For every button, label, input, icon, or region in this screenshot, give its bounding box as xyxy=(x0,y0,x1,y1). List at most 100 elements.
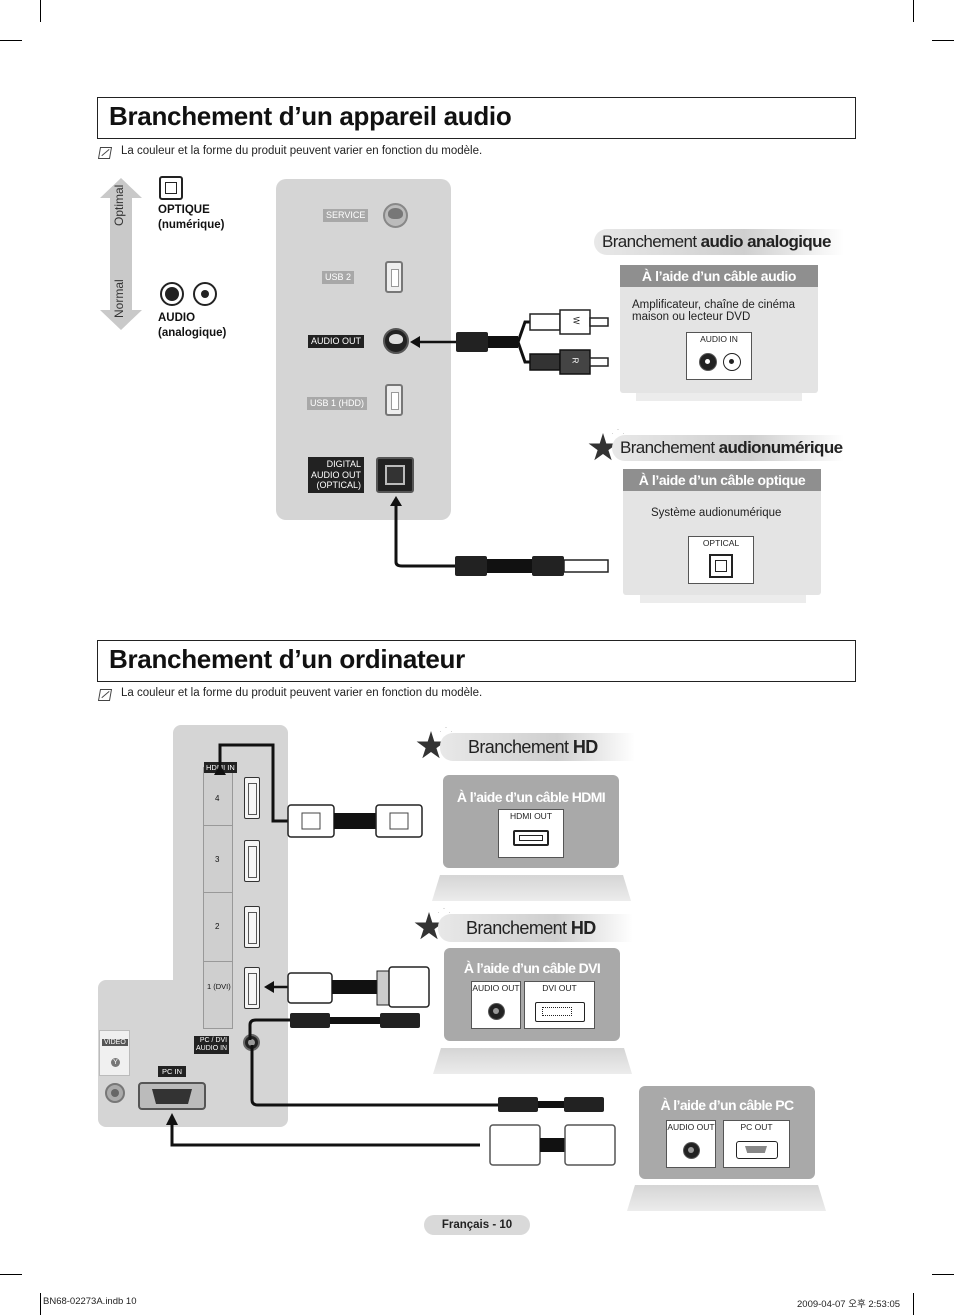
plug-r-label: R xyxy=(570,357,580,364)
device-amplifier-feet xyxy=(636,393,802,401)
label-digital-audio-out: DIGITAL AUDIO OUT (OPTICAL) xyxy=(308,457,365,493)
laptop-pc-base xyxy=(627,1185,826,1211)
dvi-out-label: DVI OUT xyxy=(542,983,577,993)
heading-digital-bold: audionumérique xyxy=(718,438,843,457)
page-number: Français - 10 xyxy=(424,1215,530,1235)
hdmi-port-3[interactable] xyxy=(244,840,260,882)
dvi-audio-out-label: AUDIO OUT xyxy=(472,983,520,993)
laptop-dvi-title: À l’aide d’un câble DVI xyxy=(463,960,601,976)
heading-dvi-normal: Branchement xyxy=(466,918,571,938)
device-amplifier-title: À l’aide d’un câble audio xyxy=(620,265,818,287)
hdmi-port-2-label: 2 xyxy=(215,922,220,931)
dvi-out-port[interactable] xyxy=(535,1002,585,1022)
digital-optical-port[interactable] xyxy=(376,457,414,493)
legend-normal: Normal xyxy=(112,279,126,318)
legend-audio: AUDIO (analogique) xyxy=(158,311,226,341)
pc-out-port[interactable] xyxy=(736,1141,778,1159)
laptop-hdmi: À l’aide d’un câble HDMI HDMI OUT xyxy=(443,775,619,868)
crop-mark xyxy=(932,1274,954,1275)
heading-analog-normal: Branchement xyxy=(602,232,701,251)
legend-optique-line1: OPTIQUE xyxy=(158,204,210,216)
dvi-audio-out-jack[interactable] xyxy=(488,1003,505,1020)
crop-mark xyxy=(40,0,41,22)
label-usb2: USB 2 xyxy=(322,271,355,284)
optical-port-icon xyxy=(159,176,183,200)
laptop-pc-title: À l’aide d’un câble PC xyxy=(660,1097,794,1113)
rca-jack-icon xyxy=(160,282,184,306)
crop-mark xyxy=(932,40,954,41)
note-text: La couleur et la forme du produit peuven… xyxy=(121,145,483,157)
label-audio-out: AUDIO OUT xyxy=(308,335,365,348)
heading-dvi: Branchement HD xyxy=(438,914,633,942)
note-icon xyxy=(97,689,113,701)
crop-mark xyxy=(0,1274,22,1275)
laptop-dvi-base xyxy=(433,1048,632,1074)
label-pc-in: PC IN xyxy=(158,1066,187,1077)
video-port[interactable] xyxy=(105,1083,125,1103)
pc-audio-out-connector: AUDIO OUT xyxy=(666,1120,716,1168)
heading-hdmi-bold: HD xyxy=(572,737,598,757)
crop-mark xyxy=(913,1293,914,1315)
laptop-hdmi-base xyxy=(432,875,631,901)
usb1-port[interactable] xyxy=(385,384,403,416)
pc-out-connector: PC OUT xyxy=(723,1120,790,1168)
hdmi-port-1-dvi[interactable] xyxy=(244,967,260,1009)
digital-label-line1: DIGITAL xyxy=(326,459,362,469)
device-amplifier: À l’aide d’un câble audio Amplificateur,… xyxy=(620,265,818,393)
heading-dvi-bold: HD xyxy=(570,918,596,938)
footer-date: 2009-04-07 오후 2:53:05 xyxy=(797,1299,901,1310)
legend-optique: OPTIQUE (numérique) xyxy=(158,203,224,233)
pc-audio-out-jack[interactable] xyxy=(683,1142,700,1159)
audio-in-jack-right[interactable] xyxy=(723,353,741,371)
device-digital-system: À l’aide d’un câble optique Système audi… xyxy=(623,469,821,595)
note-text: La couleur et la forme du produit peuven… xyxy=(121,687,483,699)
legend-optique-line2: (numérique) xyxy=(158,219,225,231)
pc-cables xyxy=(166,743,616,1166)
hdmi-out-port[interactable] xyxy=(513,830,549,846)
section-title-audio-text: Branchement d’un appareil audio xyxy=(109,101,512,131)
pc-dvi-label-line2: AUDIO IN xyxy=(196,1045,228,1052)
digital-label-line3: (OPTICAL) xyxy=(316,480,362,490)
heading-digital: Branchement audionumérique xyxy=(612,435,844,461)
pc-out-label: PC OUT xyxy=(740,1122,773,1132)
pc-audio-out-label: AUDIO OUT xyxy=(667,1122,715,1132)
dvi-audio-out-connector: AUDIO OUT xyxy=(471,981,521,1029)
legend-audio-line1: AUDIO xyxy=(158,312,196,324)
heading-digital-normal: Branchement xyxy=(620,438,719,457)
pc-in-port[interactable] xyxy=(138,1082,206,1110)
quality-arrow xyxy=(100,178,142,330)
heading-analog-bold: audio analogique xyxy=(700,232,832,251)
dvi-out-connector: DVI OUT xyxy=(524,981,595,1029)
hdmi-port-4[interactable] xyxy=(244,777,260,819)
hdmi-port-2[interactable] xyxy=(244,906,260,948)
footer-file: BN68-02273A.indb 10 xyxy=(43,1296,137,1307)
heading-analog: Branchement audio analogique xyxy=(594,229,844,255)
optical-jack[interactable] xyxy=(709,554,733,578)
hdmi-port-4-label: 4 xyxy=(215,794,220,803)
crop-mark xyxy=(0,40,22,41)
plug-w-label: W xyxy=(571,316,581,325)
device-digital-desc: Système audionumérique xyxy=(651,507,782,519)
label-service: SERVICE xyxy=(323,209,369,222)
crop-mark xyxy=(40,1293,41,1315)
service-port[interactable] xyxy=(383,203,408,228)
divider xyxy=(203,825,233,826)
audio-in-jack-left[interactable] xyxy=(699,353,717,371)
device-amplifier-desc: Amplificateur, chaîne de cinéma maison o… xyxy=(632,299,796,323)
heading-hdmi: Branchement HD xyxy=(440,733,635,761)
hdmi-out-connector: HDMI OUT xyxy=(498,809,564,858)
section-title-pc-text: Branchement d’un ordinateur xyxy=(109,644,465,674)
optical-label: OPTICAL xyxy=(702,538,740,548)
label-video-y: Y xyxy=(111,1058,120,1067)
usb2-port[interactable] xyxy=(385,261,403,293)
optical-connector: OPTICAL xyxy=(688,536,754,584)
hdmi-column xyxy=(203,767,233,1029)
crop-mark xyxy=(913,0,914,22)
heading-hdmi-normal: Branchement xyxy=(468,737,573,757)
hdmi-port-3-label: 3 xyxy=(215,855,220,864)
legend-optimal: Optimal xyxy=(112,184,126,226)
laptop-dvi: À l’aide d’un câble DVI AUDIO OUT DVI OU… xyxy=(444,948,620,1041)
label-pc-dvi-audio-in: PC / DVI AUDIO IN xyxy=(194,1036,230,1054)
section-title-pc: Branchement d’un ordinateur xyxy=(97,640,856,682)
audio-out-port[interactable] xyxy=(383,328,409,354)
